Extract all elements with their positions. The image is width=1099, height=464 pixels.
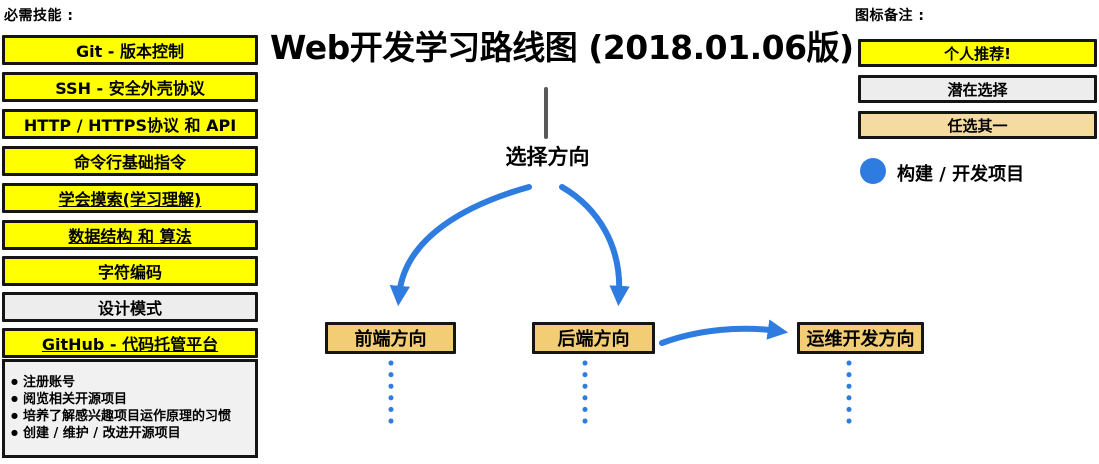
skill-box-data-structures: 数据结构 和 算法 bbox=[2, 220, 258, 250]
project-marker-icon bbox=[860, 158, 886, 184]
legend-item-label: 任选其一 bbox=[947, 116, 1008, 135]
legend-item-choose-one: 任选其一 bbox=[858, 111, 1097, 139]
legend-item-label: 个人推荐! bbox=[944, 44, 1011, 63]
skill-box-cli: 命令行基础指令 bbox=[2, 146, 258, 176]
skill-box-github: GitHub - 代码托管平台 bbox=[2, 328, 258, 358]
page-title: Web开发学习路线图 (2018.01.06版) bbox=[270, 28, 854, 67]
skill-label: GitHub - 代码托管平台 bbox=[41, 335, 219, 354]
github-note: 创建 / 维护 / 改进开源项目 bbox=[11, 426, 251, 443]
skill-box-ssh: SSH - 安全外壳协议 bbox=[2, 72, 258, 102]
skill-label: SSH - 安全外壳协议 bbox=[55, 79, 205, 98]
legend-item-recommended: 个人推荐! bbox=[858, 39, 1097, 67]
github-notes-box: 注册账号 阅览相关开源项目 培养了解感兴趣项目运作原理的习惯 创建 / 维护 /… bbox=[2, 359, 258, 458]
github-note: 阅览相关开源项目 bbox=[11, 392, 251, 409]
arrow-to-frontend bbox=[389, 184, 532, 307]
skill-label: 命令行基础指令 bbox=[73, 153, 186, 172]
skill-label: 设计模式 bbox=[97, 299, 162, 318]
github-note: 培养了解感兴趣项目运作原理的习惯 bbox=[11, 409, 251, 426]
branch-box-backend: 后端方向 bbox=[532, 322, 655, 354]
project-marker-label: 构建 / 开发项目 bbox=[897, 164, 1025, 185]
skill-label: Git - 版本控制 bbox=[75, 42, 185, 61]
skill-box-self-learning: 学会摸索(学习理解) bbox=[2, 183, 258, 213]
branch-box-frontend: 前端方向 bbox=[325, 322, 456, 354]
legend-item-potential: 潜在选择 bbox=[858, 75, 1097, 103]
root-connector-line bbox=[544, 87, 548, 139]
skill-box-http-api: HTTP / HTTPS协议 和 API bbox=[2, 109, 258, 139]
arrow-to-devops bbox=[659, 319, 789, 346]
skill-label: 学会摸索(学习理解) bbox=[58, 190, 202, 209]
choose-direction-label: 选择方向 bbox=[505, 145, 590, 169]
skill-label: 字符编码 bbox=[97, 263, 162, 282]
skill-box-git: Git - 版本控制 bbox=[2, 35, 258, 65]
skill-box-design-patterns: 设计模式 bbox=[2, 292, 258, 322]
branch-box-devops: 运维开发方向 bbox=[797, 322, 924, 354]
skill-label: 数据结构 和 算法 bbox=[68, 227, 192, 246]
required-skills-heading: 必需技能 : bbox=[4, 8, 74, 24]
arrow-to-backend bbox=[559, 184, 630, 307]
skill-box-encoding: 字符编码 bbox=[2, 256, 258, 286]
legend-item-label: 潜在选择 bbox=[947, 80, 1008, 99]
skill-label: HTTP / HTTPS协议 和 API bbox=[23, 116, 237, 135]
branch-label: 前端方向 bbox=[354, 329, 427, 350]
github-note: 注册账号 bbox=[11, 375, 251, 392]
branch-label: 运维开发方向 bbox=[806, 329, 915, 350]
branch-label: 后端方向 bbox=[557, 329, 630, 350]
legend-heading: 图标备注 : bbox=[855, 8, 925, 24]
